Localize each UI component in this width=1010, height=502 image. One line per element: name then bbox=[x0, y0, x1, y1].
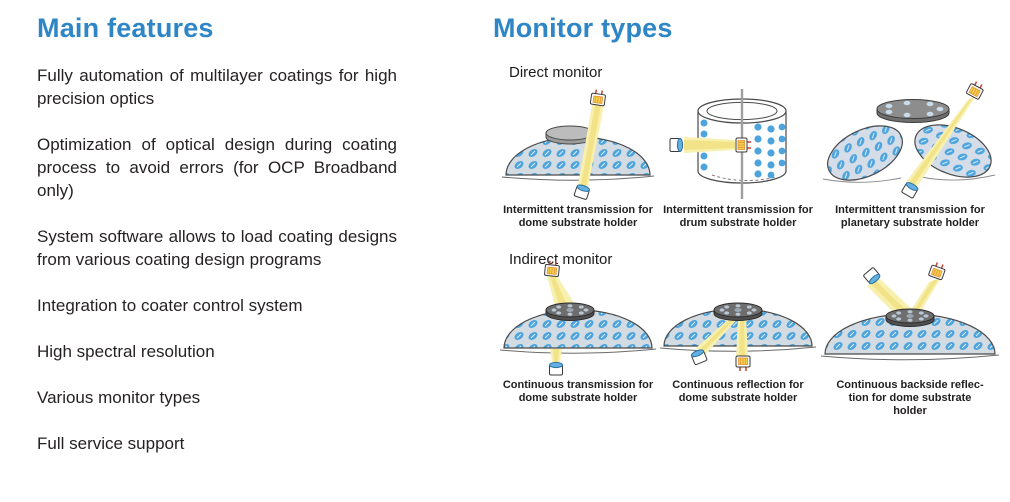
direct-monitor-group: Direct monitor bbox=[493, 64, 1007, 230]
monitor-types-section: Monitor types Direct monitor bbox=[397, 0, 1010, 502]
light-beam bbox=[547, 276, 576, 362]
ground-line bbox=[501, 175, 655, 181]
planet-disc-right bbox=[914, 124, 992, 178]
planetary-carrier-disc bbox=[876, 99, 950, 123]
detector-icon bbox=[901, 182, 919, 199]
direct-monitor-row: Intermittent transmission for dome subst… bbox=[493, 81, 1007, 230]
planet-disc-left bbox=[827, 125, 903, 181]
detector-icon bbox=[573, 184, 590, 200]
direct-monitor-label: Direct monitor bbox=[509, 64, 603, 81]
lamp-icon bbox=[735, 137, 751, 153]
light-beam bbox=[906, 94, 977, 187]
main-features-section: Main features Fully automation of multil… bbox=[0, 0, 397, 502]
feature-paragraph: High spectral resolution bbox=[37, 342, 215, 361]
monitor-type-card: Intermittent transmission for dome subst… bbox=[493, 83, 663, 230]
monitor-type-card: Continuous reflection for dome substrate… bbox=[659, 270, 817, 418]
dome-substrate-holder bbox=[505, 136, 651, 176]
diagram-caption: Intermittent transmission for dome subst… bbox=[503, 204, 653, 229]
witness-chip-turret-disc bbox=[545, 302, 595, 321]
lamp-icon bbox=[544, 260, 560, 278]
lamp-icon bbox=[589, 89, 606, 107]
detector-icon bbox=[669, 138, 684, 152]
intermittent-transmission-planetary-diagram-icon bbox=[822, 81, 996, 199]
feature-paragraph: Various monitor types bbox=[37, 388, 201, 407]
intermittent-transmission-drum-diagram-icon bbox=[669, 89, 787, 199]
witness-chip-turret-disc bbox=[713, 302, 763, 321]
lamp-icon bbox=[966, 81, 984, 100]
light-beam bbox=[696, 316, 748, 358]
lamp-icon bbox=[735, 355, 751, 371]
feature-paragraph: Optimization of optical design during co… bbox=[37, 135, 397, 200]
dome-substrate-holder bbox=[503, 309, 653, 349]
diagram-caption: Intermittent transmission for planetary … bbox=[835, 204, 985, 229]
light-beam bbox=[578, 105, 604, 187]
diagram-caption: Intermittent transmission for drum subst… bbox=[663, 204, 813, 229]
feature-paragraph: System software allows to load coating d… bbox=[37, 227, 397, 269]
indirect-monitor-row: Continuous transmission for dome substra… bbox=[493, 260, 1007, 418]
dome-substrate-holder bbox=[824, 313, 996, 355]
monitor-chip-disc bbox=[545, 125, 595, 145]
lamp-icon bbox=[928, 262, 946, 281]
feature-paragraph: Full service support bbox=[37, 434, 185, 453]
diagram-caption: Continuous transmission for dome substra… bbox=[502, 379, 654, 404]
detector-icon bbox=[549, 361, 563, 376]
continuous-backside-reflection-dome-diagram-icon bbox=[820, 262, 1000, 361]
detector-icon bbox=[690, 349, 708, 366]
indirect-monitor-group: Indirect monitor bbox=[493, 251, 1007, 418]
indirect-monitor-label: Indirect monitor bbox=[509, 251, 613, 268]
continuous-transmission-dome-diagram-icon bbox=[499, 260, 657, 376]
monitor-type-card: Continuous backside reflec- tion for dom… bbox=[813, 262, 1007, 418]
monitor-type-card: Intermittent transmission for drum subst… bbox=[663, 83, 813, 230]
diagram-caption: Continuous reflection for dome substrate… bbox=[672, 379, 804, 404]
ground-line bbox=[920, 174, 996, 181]
intermittent-transmission-dome-diagram-icon bbox=[501, 89, 655, 200]
monitor-type-card: Continuous transmission for dome substra… bbox=[493, 260, 663, 418]
ground-line bbox=[820, 354, 1000, 361]
monitor-type-card: Intermittent transmission for planetary … bbox=[813, 81, 1007, 230]
monitor-types-title: Monitor types bbox=[493, 13, 673, 43]
diagram-caption: Continuous backside reflec- tion for dom… bbox=[836, 379, 984, 417]
witness-chip-turret-disc bbox=[885, 308, 935, 327]
detector-icon bbox=[863, 267, 881, 285]
ground-line bbox=[822, 177, 902, 183]
ground-line bbox=[499, 348, 657, 354]
light-beam bbox=[867, 278, 941, 318]
light-beam bbox=[684, 137, 735, 153]
continuous-reflection-dome-diagram-icon bbox=[659, 302, 817, 371]
main-features-title: Main features bbox=[37, 13, 214, 43]
feature-paragraph: Integration to coater control system bbox=[37, 296, 303, 315]
feature-paragraph: Fully automation of multilayer coatings … bbox=[37, 66, 397, 108]
